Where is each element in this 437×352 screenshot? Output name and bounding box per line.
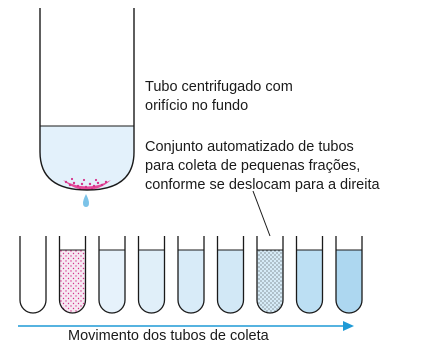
collector-label-line-1: Conjunto automatizado de tubos <box>145 139 354 155</box>
centrifuge-tube-label: Tubo centrifugado com orifício no fundo <box>145 78 293 116</box>
collection-tube <box>335 236 363 314</box>
tube-liquid <box>99 250 125 313</box>
collection-tube-rack <box>19 236 363 314</box>
centrifuge-pink-band <box>63 180 111 190</box>
collection-tube <box>137 236 166 314</box>
collector-label-line-2: para coleta de pequenas frações, <box>145 158 361 174</box>
tube-outline <box>19 236 47 314</box>
tube-liquid <box>217 250 244 313</box>
tube-liquid <box>336 250 362 313</box>
tube-pink-particles <box>59 250 86 313</box>
tube-liquid <box>138 250 165 313</box>
tube-outline <box>177 236 205 314</box>
movement-label: Movimento dos tubos de coleta <box>68 328 269 344</box>
collector-label-line-3: conforme se deslocam para a direita <box>145 177 380 193</box>
tube-outline <box>295 236 324 314</box>
tube-outline <box>256 236 284 314</box>
pointer-line <box>252 190 271 237</box>
centrifuge-pink-dots <box>64 177 108 191</box>
tube-liquid <box>178 250 204 313</box>
collection-tube <box>216 236 245 314</box>
collection-tube <box>295 236 324 314</box>
tube-outline <box>137 236 166 314</box>
collection-tube <box>19 236 47 314</box>
collection-tube <box>256 236 284 314</box>
collector-label: Conjunto automatizado de tubos para cole… <box>145 138 380 195</box>
centrifuge-tube <box>39 8 135 207</box>
centrifuge-label-line-1: Tubo centrifugado com <box>145 79 293 95</box>
drop-icon <box>83 194 89 207</box>
collection-tube <box>58 236 87 314</box>
collection-tube <box>177 236 205 314</box>
tube-outline <box>216 236 245 314</box>
tube-liquid <box>296 250 323 313</box>
centrifuge-tube-outline <box>39 8 135 191</box>
tube-outline <box>98 236 126 314</box>
tube-dark-particles <box>257 250 283 313</box>
tube-outline <box>58 236 87 314</box>
centrifuge-label-line-2: orifício no fundo <box>145 98 249 114</box>
movement-arrow <box>18 321 354 331</box>
tube-outline <box>335 236 363 314</box>
collection-tube <box>98 236 126 314</box>
centrifuge-tube-liquid <box>40 126 134 190</box>
